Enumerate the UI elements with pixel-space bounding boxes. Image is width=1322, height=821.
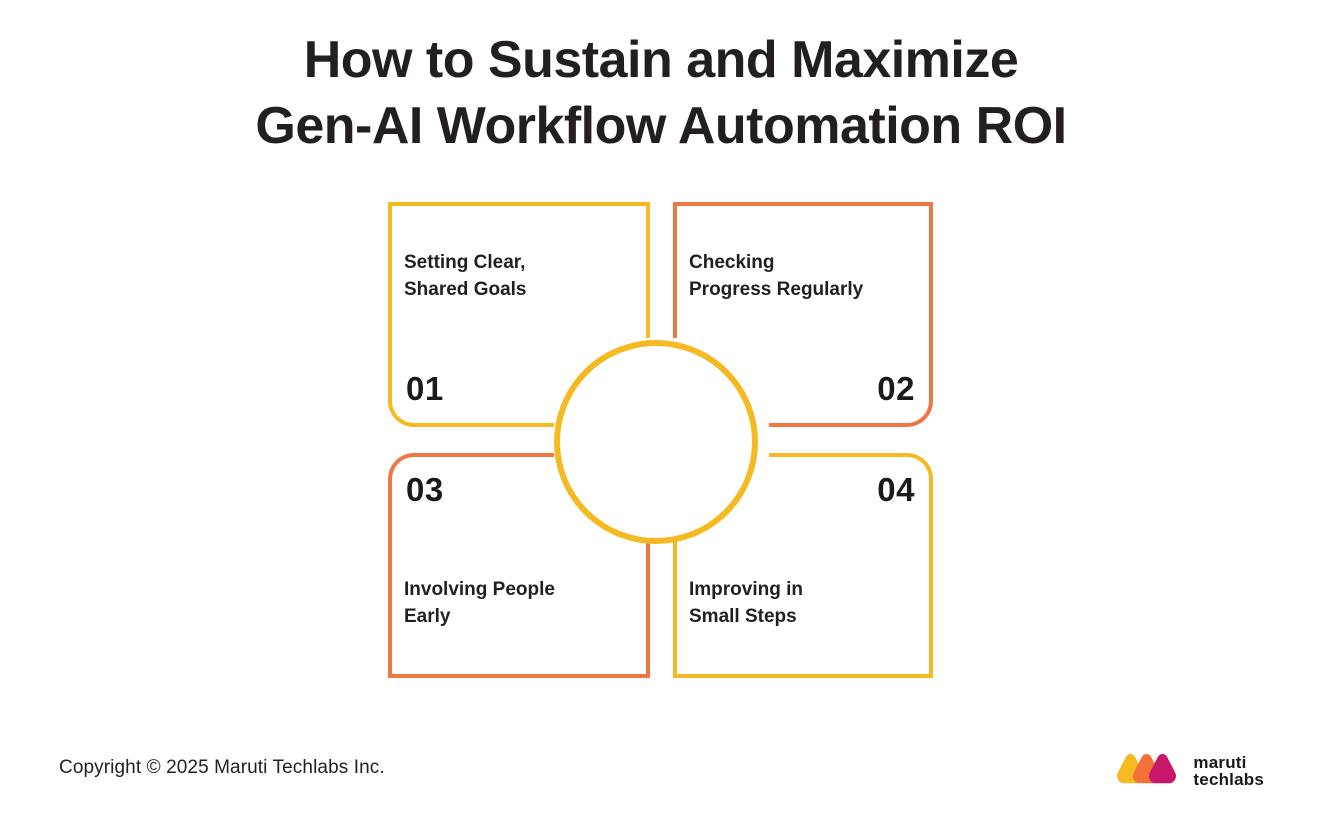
quadrant-number-04: 04 xyxy=(877,471,915,508)
brand-wordmark: maruti techlabs xyxy=(1193,752,1264,789)
four-quadrant-diagram: Setting Clear, Shared Goals 01 Checking … xyxy=(388,202,933,678)
quadrant-card-01[interactable]: Setting Clear, Shared Goals 01 xyxy=(388,202,650,427)
card-04-left-edge xyxy=(673,542,677,678)
quadrant-number-01: 01 xyxy=(406,370,444,407)
page-title: How to Sustain and Maximize Gen-AI Workf… xyxy=(0,28,1322,159)
quadrant-number-02: 02 xyxy=(877,370,915,407)
brand-line-1: maruti xyxy=(1193,752,1247,772)
quadrant-label-04: Improving in Small Steps xyxy=(689,579,803,627)
center-circle xyxy=(554,340,758,544)
card-03-right-edge xyxy=(646,542,650,678)
card-01-right-edge xyxy=(646,202,650,338)
quadrant-label-03: Involving People Early xyxy=(404,579,555,627)
page-title-line-2: Gen-AI Workflow Automation ROI xyxy=(255,96,1067,155)
quadrant-label-01: Setting Clear, Shared Goals xyxy=(404,252,527,300)
maruti-techlabs-logo-icon xyxy=(1117,754,1177,784)
quadrant-card-03[interactable]: 03 Involving People Early xyxy=(388,453,650,678)
brand-logo: maruti techlabs xyxy=(1116,752,1264,790)
quadrant-number-03: 03 xyxy=(406,471,444,508)
page-title-line-1: How to Sustain and Maximize xyxy=(303,31,1019,89)
quadrant-label-02: Checking Progress Regularly xyxy=(689,252,864,300)
copyright-text: Copyright © 2025 Maruti Techlabs Inc. xyxy=(59,757,385,778)
brand-line-2: techlabs xyxy=(1193,770,1264,789)
card-02-left-edge xyxy=(673,202,677,338)
